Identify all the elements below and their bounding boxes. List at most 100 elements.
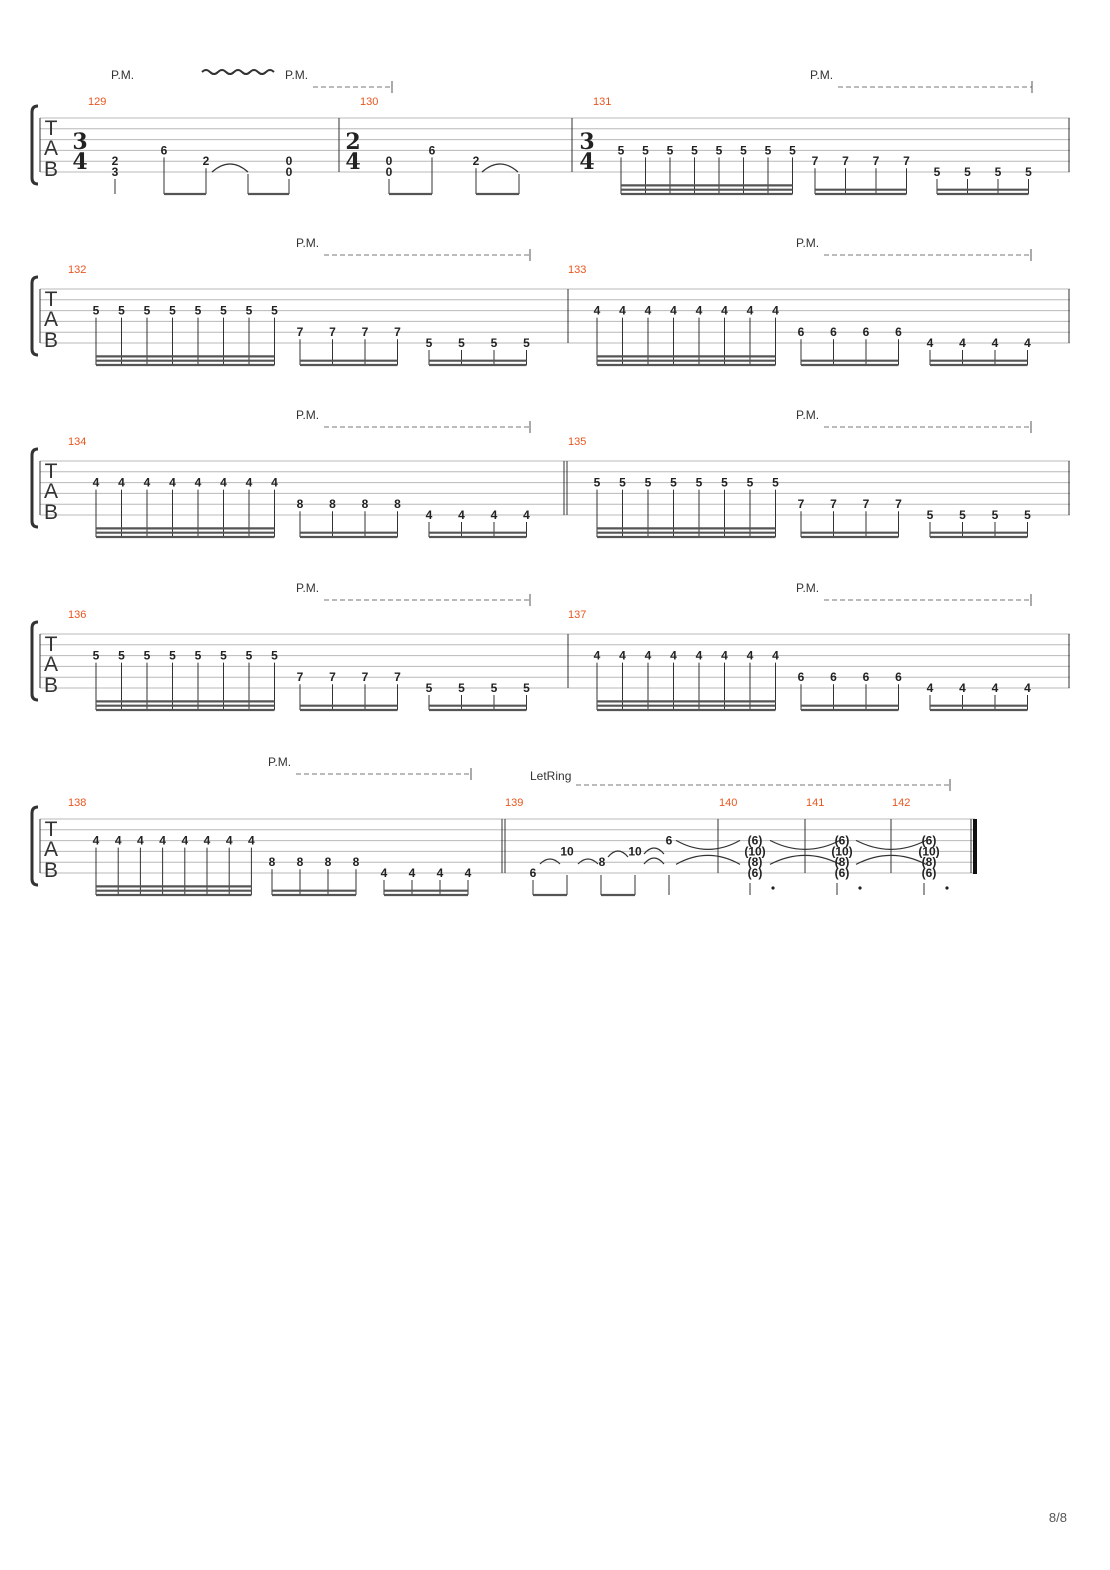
fret-number: 5 bbox=[195, 304, 202, 318]
fret-number: 4 bbox=[144, 476, 151, 490]
tab-clef-a: A bbox=[44, 137, 58, 160]
fret-number: 5 bbox=[195, 649, 202, 663]
fret-number: 5 bbox=[93, 304, 100, 318]
fret-number: 5 bbox=[691, 143, 698, 157]
fret-number: 4 bbox=[271, 476, 278, 490]
vibrato-wavy-line bbox=[201, 69, 275, 75]
fret-number: 4 bbox=[772, 304, 779, 318]
measure-number: 140 bbox=[719, 797, 737, 809]
fret-number: 7 bbox=[798, 497, 805, 511]
fret-number: 5 bbox=[772, 476, 779, 490]
fret-number: 5 bbox=[144, 649, 151, 663]
time-signature-bottom: 4 bbox=[345, 149, 360, 175]
measure-number: 138 bbox=[68, 797, 86, 809]
fret-number: 8 bbox=[362, 497, 369, 511]
fret-number: 7 bbox=[842, 154, 849, 168]
fret-number: 5 bbox=[747, 476, 754, 490]
fret-number: 3 bbox=[112, 165, 119, 179]
fret-number: 4 bbox=[248, 834, 255, 848]
fret-number: 5 bbox=[1024, 508, 1031, 522]
fret-number: 7 bbox=[297, 670, 304, 684]
fret-number: 5 bbox=[927, 508, 934, 522]
fret-number: 4 bbox=[670, 649, 677, 663]
fret-number: 4 bbox=[670, 304, 677, 318]
tie bbox=[481, 163, 519, 173]
fret-number: 7 bbox=[362, 325, 369, 339]
fret-number: 4 bbox=[93, 834, 100, 848]
fret-number: 6 bbox=[666, 834, 673, 848]
fret-number: 4 bbox=[992, 336, 999, 350]
palm-mute-label: P.M. bbox=[268, 755, 291, 769]
tab-clef-b: B bbox=[44, 859, 58, 882]
fret-number: 4 bbox=[721, 649, 728, 663]
fret-number: 5 bbox=[169, 649, 176, 663]
fret-number: 6 bbox=[895, 325, 902, 339]
palm-mute-label: P.M. bbox=[296, 408, 319, 422]
fret-number: 4 bbox=[927, 336, 934, 350]
fret-number: 7 bbox=[903, 154, 910, 168]
tab-clef-t: T bbox=[45, 460, 58, 483]
fret-number: 4 bbox=[619, 304, 626, 318]
fret-number: 6 bbox=[530, 866, 537, 880]
fret-number: 4 bbox=[458, 508, 465, 522]
let-ring-tie bbox=[675, 839, 741, 865]
fret-number: 4 bbox=[927, 681, 934, 695]
time-signature-bottom: 4 bbox=[72, 149, 87, 175]
fret-number: 4 bbox=[195, 476, 202, 490]
fret-number: 4 bbox=[137, 834, 144, 848]
page-number: 8/8 bbox=[1048, 1510, 1067, 1525]
fret-number: 4 bbox=[118, 476, 125, 490]
time-signature-top: 3 bbox=[72, 129, 87, 155]
fret-number: (6) bbox=[748, 834, 763, 848]
fret-number: 5 bbox=[594, 476, 601, 490]
palm-mute-label: P.M. bbox=[285, 68, 308, 82]
fret-number: 5 bbox=[491, 336, 498, 350]
fret-number: (6) bbox=[922, 866, 937, 880]
fret-number: 5 bbox=[246, 304, 253, 318]
tab-clef-t: T bbox=[45, 818, 58, 841]
fret-number: 4 bbox=[465, 866, 472, 880]
palm-mute-label: P.M. bbox=[796, 581, 819, 595]
measure-number: 135 bbox=[568, 436, 586, 448]
fret-number: 6 bbox=[863, 670, 870, 684]
measure-number: 134 bbox=[68, 436, 86, 448]
slide-arc bbox=[539, 858, 561, 865]
fret-number: 5 bbox=[271, 304, 278, 318]
fret-number: (10) bbox=[744, 844, 765, 858]
fret-number: 4 bbox=[772, 649, 779, 663]
fret-number: 8 bbox=[394, 497, 401, 511]
fret-number: 4 bbox=[1024, 336, 1031, 350]
fret-number: 5 bbox=[995, 165, 1002, 179]
system-bracket bbox=[30, 104, 39, 186]
fret-number: 4 bbox=[159, 834, 166, 848]
fret-number: 5 bbox=[458, 336, 465, 350]
fret-number: (6) bbox=[748, 866, 763, 880]
fret-number: 7 bbox=[297, 325, 304, 339]
fret-number: 7 bbox=[362, 670, 369, 684]
fret-number: 6 bbox=[830, 325, 837, 339]
fret-number: 5 bbox=[721, 476, 728, 490]
fret-number: 5 bbox=[696, 476, 703, 490]
fret-number: 7 bbox=[394, 670, 401, 684]
fret-number: 8 bbox=[297, 497, 304, 511]
fret-number: 5 bbox=[765, 143, 772, 157]
fret-number: 4 bbox=[992, 681, 999, 695]
fret-number: 5 bbox=[246, 649, 253, 663]
fret-number: 8 bbox=[325, 855, 332, 869]
fret-number: 5 bbox=[716, 143, 723, 157]
fret-number: (8) bbox=[922, 855, 937, 869]
fret-number: 5 bbox=[992, 508, 999, 522]
system-bracket bbox=[30, 620, 39, 702]
fret-number: 2 bbox=[112, 154, 119, 168]
fret-number: 6 bbox=[798, 325, 805, 339]
fret-number: (10) bbox=[831, 844, 852, 858]
slide-arc bbox=[607, 850, 629, 858]
fret-number: 4 bbox=[594, 304, 601, 318]
fret-number: 4 bbox=[491, 508, 498, 522]
fret-number: 5 bbox=[523, 336, 530, 350]
fret-number: 5 bbox=[118, 649, 125, 663]
fret-number: 4 bbox=[959, 681, 966, 695]
dotted-note-dot bbox=[945, 886, 949, 890]
system-bracket bbox=[30, 275, 39, 357]
fret-number: 7 bbox=[812, 154, 819, 168]
